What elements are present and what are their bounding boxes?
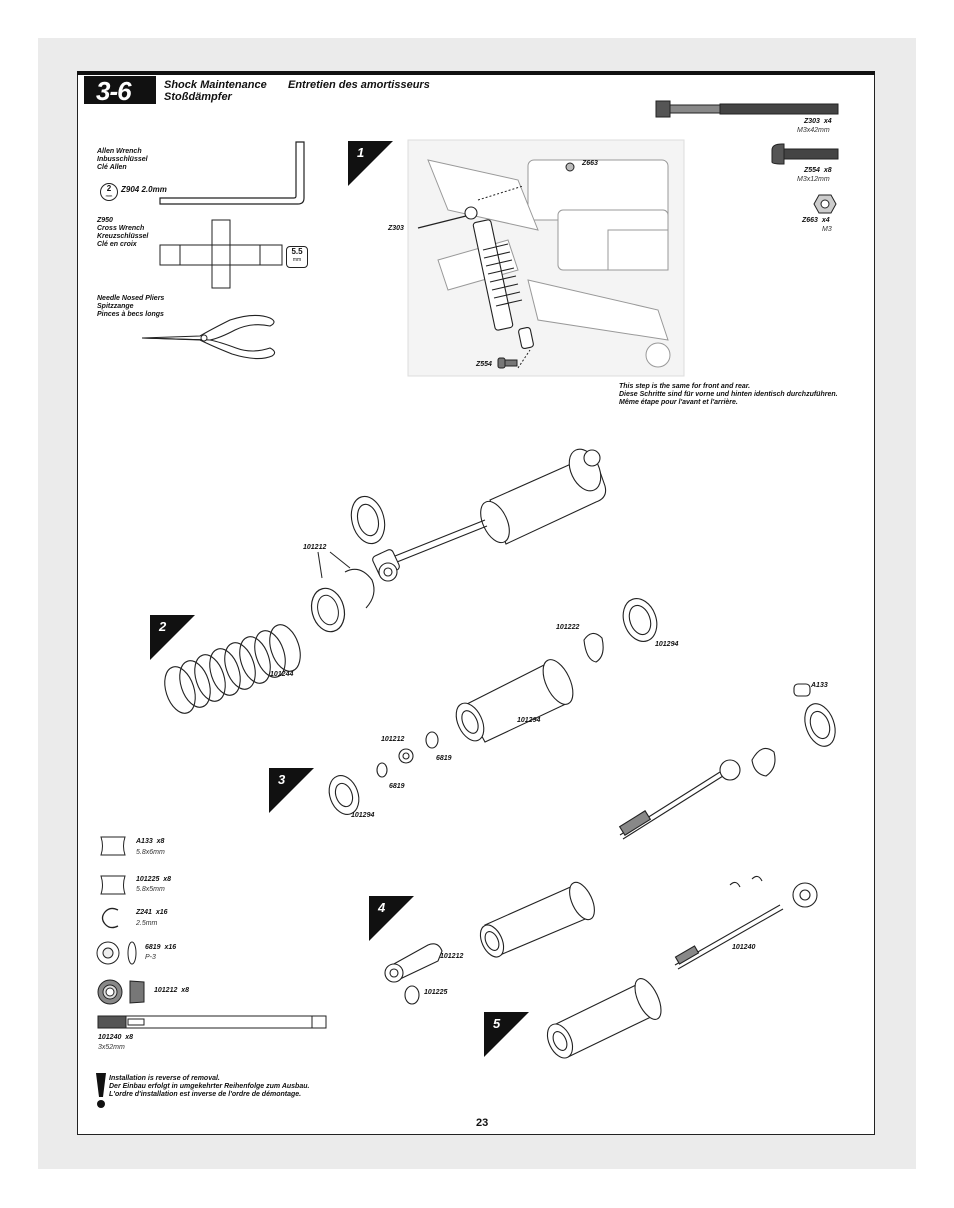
screw-z554-icon	[771, 143, 839, 165]
cross-wrench-icon	[159, 219, 283, 289]
cross-de: Kreuzschlüssel	[97, 233, 149, 240]
allen-size-unit: mm	[105, 193, 113, 198]
pliers-de: Spitzzange	[97, 303, 134, 310]
cross-fr: Clé en croix	[97, 241, 137, 248]
step-5-marker	[484, 1012, 529, 1057]
pliers-en: Needle Nosed Pliers	[97, 295, 165, 302]
warning-de: Der Einbau erfolgt in umgekehrter Reihen…	[109, 1083, 310, 1090]
step3-label-101294-a: 101294	[655, 641, 679, 648]
title-en: Shock Maintenance	[164, 79, 267, 91]
chassis-illustration	[407, 139, 685, 377]
step4-label-101225: 101225	[424, 989, 448, 996]
part-6819-spec: P-3	[145, 954, 156, 961]
step3-label-101222: 101222	[556, 624, 580, 631]
step3-label-101294-c: 101294	[351, 812, 375, 819]
step4-label-101240: 101240	[732, 944, 756, 951]
allen-size: 2	[106, 184, 112, 193]
cross-size-unit: mm	[292, 257, 302, 263]
step1-note-de: Diese Schritte sind für vorne und hinten…	[619, 391, 838, 398]
allen-size-badge: 2 mm	[100, 183, 118, 201]
part-101212-code: 101212 x8	[154, 987, 190, 994]
warning-en: Installation is reverse of removal.	[109, 1075, 220, 1082]
pliers-fr: Pinces à becs longs	[97, 311, 164, 318]
step1-note-fr: Même étape pour l'avant et l'arrière.	[619, 399, 738, 406]
page-number: 23	[476, 1117, 489, 1129]
title-de: Stoßdämpfer	[164, 91, 232, 103]
step4-label-101212: 101212	[440, 953, 464, 960]
cross-size: 5.5	[291, 247, 303, 256]
step-4-marker	[369, 896, 414, 941]
step3-label-6819-b: 6819	[389, 783, 405, 790]
allen-en: Allen Wrench	[97, 148, 142, 155]
z554-spec: M3x12mm	[797, 176, 830, 183]
step1-label-z303: Z303	[388, 225, 404, 232]
step3-label-101212: 101212	[381, 736, 405, 743]
rod-end-illustration	[384, 875, 818, 1005]
step-1-number: 1	[357, 145, 365, 160]
cross-code: Z950	[97, 217, 113, 224]
step3-label-101294-b: 101294	[517, 717, 541, 724]
nut-z663-icon	[813, 194, 837, 214]
allen-de: Inbusschlüssel	[97, 156, 148, 163]
part-101225-spec: 5.8x5mm	[136, 886, 165, 893]
step-3-marker	[269, 768, 314, 813]
part-z241-code: Z241 x16	[136, 909, 168, 916]
part-a133-spec: 5.8x6mm	[136, 849, 165, 856]
section-number: 3-6	[96, 76, 132, 106]
part-101240-icon	[97, 1015, 327, 1029]
part-6819-code: 6819 x16	[145, 944, 177, 951]
part-101225-icon	[100, 875, 126, 895]
z663-code: Z663 x4	[802, 217, 830, 224]
shock-assembled-illustration	[546, 978, 662, 1059]
step-3-number: 3	[278, 772, 286, 787]
part-a133-code: A133 x8	[136, 838, 165, 845]
title-fr: Entretien des amortisseurs	[288, 79, 430, 91]
step-2-marker	[150, 615, 195, 660]
step3-label-a133: A133	[811, 682, 828, 689]
allen-fr: Clé Allen	[97, 164, 127, 171]
cross-size-badge: 5.5 mm	[286, 246, 308, 268]
part-z241-icon	[101, 907, 119, 929]
step2-label-101212: 101212	[303, 544, 327, 551]
z663-spec: M3	[822, 226, 832, 233]
section-badge: 3-6	[84, 76, 156, 106]
pliers-icon	[141, 314, 276, 360]
cross-en: Cross Wrench	[97, 225, 145, 232]
step-4-number: 4	[378, 900, 386, 915]
part-z241-spec: 2.5mm	[136, 920, 158, 927]
allen-wrench-icon	[159, 141, 305, 205]
step1-label-z554: Z554	[476, 361, 492, 368]
part-101225-code: 101225 x8	[136, 876, 172, 883]
part-a133-icon	[100, 836, 126, 856]
warning-icon	[96, 1073, 106, 1108]
part-101212-icon	[97, 979, 145, 1005]
step-1-marker	[348, 141, 393, 186]
z303-code: Z303 x4	[804, 118, 832, 125]
step-2-number: 2	[159, 619, 167, 634]
step1-label-z663: Z663	[582, 160, 598, 167]
step2-label-101244: 101244	[270, 671, 294, 678]
step-5-number: 5	[493, 1016, 501, 1031]
step3-label-6819-a: 6819	[436, 755, 452, 762]
z554-code: Z554 x8	[804, 167, 832, 174]
screw-z303-icon	[655, 100, 839, 118]
z303-spec: M3x42mm	[797, 127, 830, 134]
warning-fr: L'ordre d'installation est inverse de l'…	[109, 1091, 302, 1098]
top-rule	[77, 71, 875, 75]
step1-note-en: This step is the same for front and rear…	[619, 383, 751, 390]
part-6819-icon	[96, 941, 137, 965]
part-101240-spec: 3x52mm	[98, 1044, 125, 1051]
part-101240-code: 101240 x8	[98, 1034, 134, 1041]
shock-body-illustration	[328, 598, 836, 840]
shock-assembly-illustration	[164, 448, 607, 714]
allen-code: Z904 2.0mm	[121, 185, 167, 194]
screw-z554-small-icon	[497, 357, 518, 369]
